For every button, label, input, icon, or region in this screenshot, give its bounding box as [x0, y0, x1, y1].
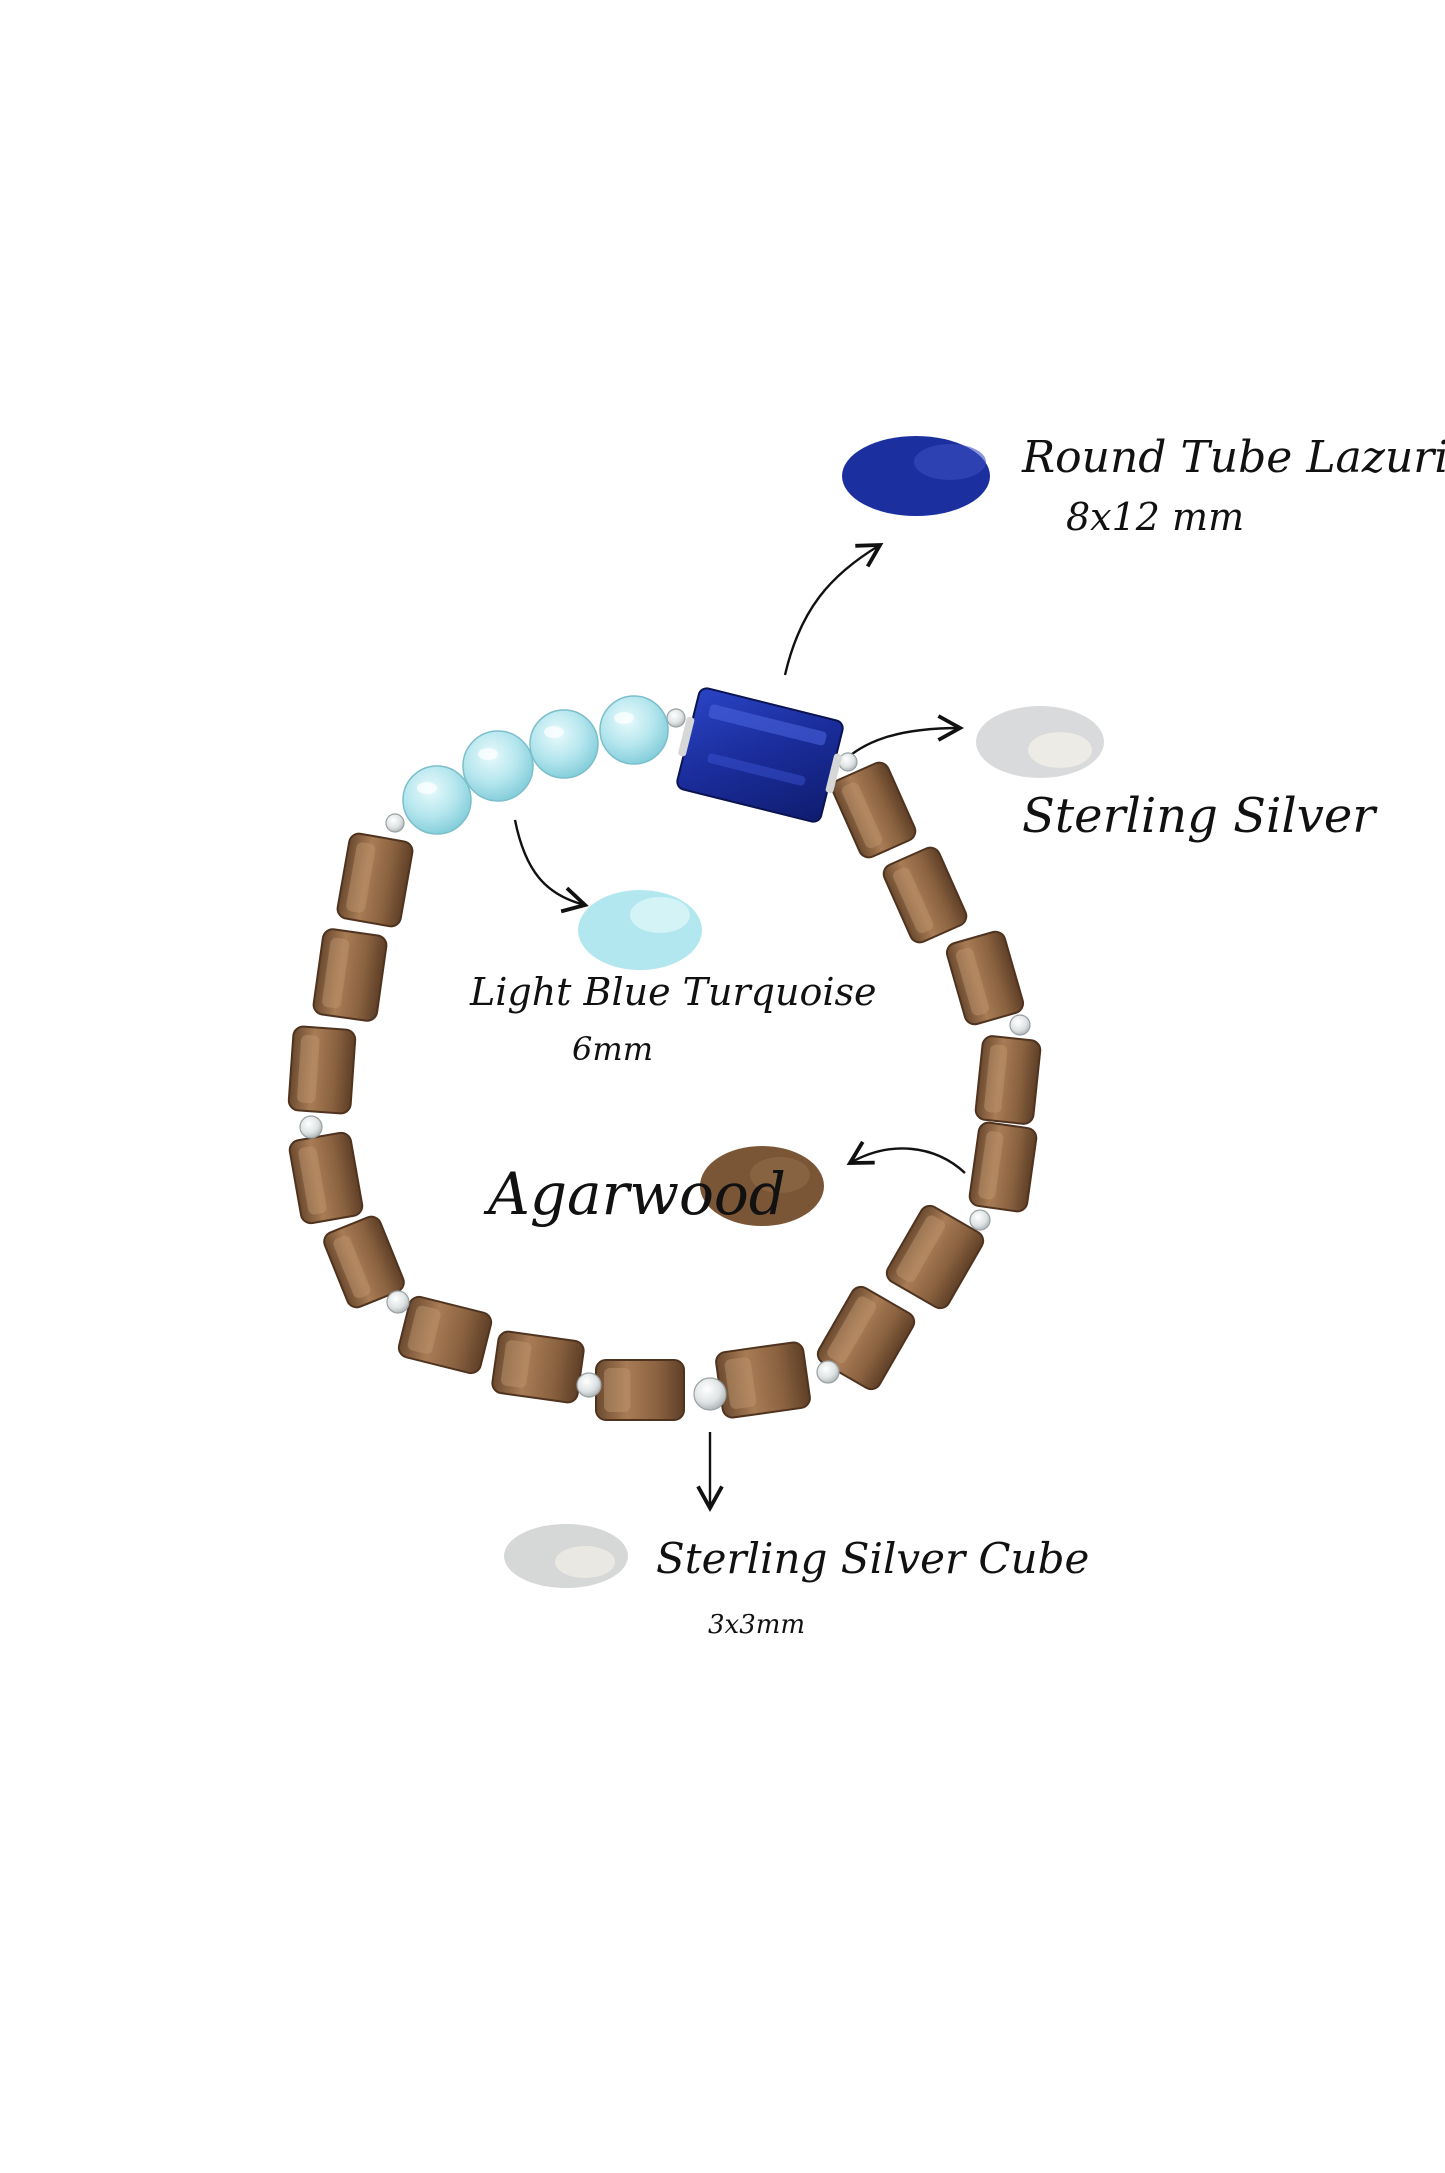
agarwood-bead — [945, 930, 1025, 1026]
agarwood-bead — [288, 1131, 364, 1225]
agarwood-bead — [816, 1285, 916, 1391]
turquoise-label: Light Blue Turquoise — [470, 970, 877, 1014]
sterling-silver-bead — [666, 708, 686, 728]
silver-cube-size-label: 3x3mm — [708, 1610, 806, 1640]
sterling-silver-bead — [816, 1360, 840, 1384]
agarwood-bead — [974, 1035, 1042, 1125]
sterling-silver-bead — [1009, 1014, 1031, 1036]
agarwood-bead — [968, 1121, 1038, 1213]
agarwood-bead — [312, 928, 388, 1022]
lazurite-label: Round Tube Lazurite — [1022, 432, 1445, 483]
lazurite-size-label: 8x12 mm — [1066, 495, 1245, 539]
sterling-silver-bead — [693, 1377, 727, 1411]
sterling-silver-label: Sterling Silver — [1022, 788, 1376, 844]
arrow-to-agarwood — [846, 1140, 966, 1174]
agarwood-label: Agarwood — [488, 1160, 786, 1228]
turquoise-bead — [599, 695, 669, 765]
turquoise-bead — [462, 730, 534, 802]
silver-cube-label: Sterling Silver Cube — [656, 1534, 1090, 1583]
agarwood-bead — [323, 1215, 405, 1309]
agarwood-bead — [287, 1025, 357, 1115]
sterling-silver-bead — [299, 1115, 323, 1139]
turquoise-bead — [402, 765, 472, 835]
sterling-silver-bead — [969, 1209, 991, 1231]
arrow-to-turquoise — [513, 819, 589, 914]
sterling-silver-bead — [838, 752, 858, 772]
agarwood-bead — [336, 832, 414, 928]
agarwood-bead — [491, 1330, 585, 1404]
agarwood-bead — [397, 1295, 493, 1375]
agarwood-bead — [882, 846, 968, 944]
arrow-to-lazurite — [783, 542, 884, 676]
bracelet-beads — [287, 687, 1042, 1421]
agarwood-bead — [595, 1359, 685, 1421]
agarwood-bead — [885, 1204, 985, 1310]
turquoise-bead — [529, 709, 599, 779]
agarwood-bead — [831, 761, 917, 859]
sterling-silver-bead — [386, 1290, 410, 1314]
sterling-silver-bead — [576, 1372, 602, 1398]
sterling-silver-bead — [385, 813, 405, 833]
turquoise-size-label: 6mm — [572, 1030, 654, 1068]
agarwood-bead — [715, 1341, 811, 1419]
lazurite-bead — [676, 687, 844, 823]
